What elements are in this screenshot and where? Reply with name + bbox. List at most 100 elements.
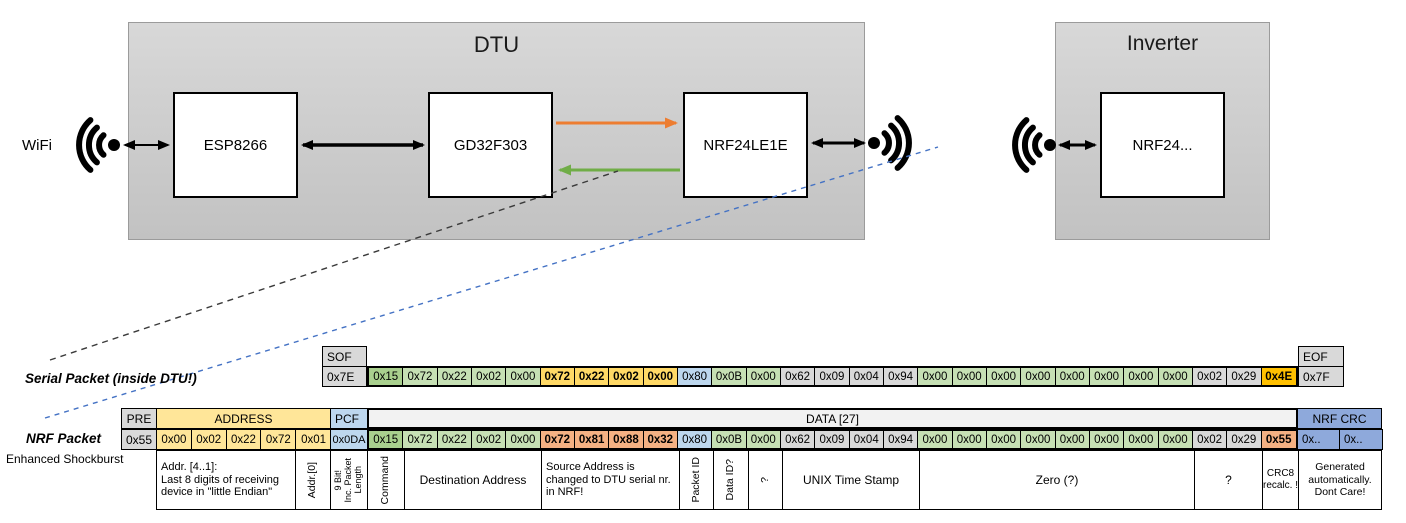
sof-value: 0x7E bbox=[322, 366, 367, 387]
pcf-header: PCF bbox=[330, 408, 368, 429]
byte-cell: 0x00 bbox=[1089, 368, 1125, 385]
byte-cell: 0x72 bbox=[403, 431, 438, 448]
byte-cell: 0x29 bbox=[1227, 431, 1262, 448]
eof-header: EOF bbox=[1298, 346, 1344, 367]
byte-cell: 0x00 bbox=[1158, 368, 1193, 385]
byte-cell: 0x72 bbox=[540, 368, 575, 385]
byte-cell: 0x02 bbox=[609, 368, 644, 385]
annotation-command-text: Command bbox=[379, 455, 392, 505]
enhanced-shockburst-label: Enhanced Shockburst bbox=[6, 452, 124, 466]
byte-cell: 0x80 bbox=[677, 368, 713, 385]
chip-nrf24le1e: NRF24LE1E bbox=[683, 92, 808, 198]
wifi-icon-inverter bbox=[1012, 117, 1056, 173]
chip-esp8266: ESP8266 bbox=[173, 92, 298, 198]
byte-cell: 0x0B bbox=[712, 368, 747, 385]
byte-cell: 0x00 bbox=[986, 431, 1022, 448]
byte-cell: 0x02 bbox=[471, 431, 507, 448]
byte-cell: 0x00 bbox=[1124, 368, 1159, 385]
byte-cell: 0x72 bbox=[540, 431, 575, 448]
annotation-unix-timestamp: UNIX Time Stamp bbox=[782, 450, 920, 510]
annotation-unix-text: UNIX Time Stamp bbox=[802, 472, 900, 487]
byte-cell: 0x22 bbox=[437, 368, 472, 385]
byte-cell: 0x0B bbox=[712, 431, 747, 448]
annotation-question-2-text: ? bbox=[1225, 472, 1232, 487]
byte-cell: 0x00 bbox=[1124, 431, 1159, 448]
byte-cell: 0x.. bbox=[1340, 430, 1382, 449]
annotation-address0: Addr.[0] bbox=[295, 450, 331, 510]
byte-cell: 0x02 bbox=[1192, 431, 1228, 448]
byte-cell: 0x29 bbox=[1227, 368, 1262, 385]
annotation-crc-generated: Generated automatically. Dont Care! bbox=[1298, 450, 1382, 510]
annotation-data-id-text: Data ID? bbox=[724, 459, 737, 501]
annotation-pcf: 9 Bit! Inc. Packet Length bbox=[330, 450, 368, 510]
annotation-question-1: ? bbox=[748, 450, 783, 510]
nrf-packet-label: NRF Packet bbox=[26, 431, 102, 446]
byte-cell: 0x22 bbox=[226, 430, 262, 449]
byte-cell: 0x00 bbox=[1055, 431, 1090, 448]
byte-cell: 0x00 bbox=[1089, 431, 1125, 448]
wifi-label: WiFi bbox=[22, 137, 52, 154]
byte-cell: 0x72 bbox=[261, 430, 297, 449]
byte-cell: 0x00 bbox=[1158, 431, 1193, 448]
annotation-crc-generated-text: Generated automatically. Dont Care! bbox=[1308, 461, 1372, 499]
annotation-zero: Zero (?) bbox=[919, 450, 1195, 510]
byte-cell: 0x00 bbox=[1055, 368, 1090, 385]
byte-cell: 0x00 bbox=[918, 368, 953, 385]
byte-cell: 0x88 bbox=[609, 431, 644, 448]
annotation-packet-id-text: Packet ID bbox=[690, 457, 703, 503]
byte-cell: 0x94 bbox=[883, 368, 919, 385]
eof-value: 0x7F bbox=[1298, 366, 1344, 387]
byte-cell: 0x94 bbox=[883, 431, 919, 448]
byte-cell: 0x4E bbox=[1261, 368, 1296, 385]
byte-cell: 0x62 bbox=[780, 368, 816, 385]
byte-cell: 0x00 bbox=[643, 368, 678, 385]
byte-cell: 0x00 bbox=[952, 431, 987, 448]
byte-cell: 0x09 bbox=[815, 368, 850, 385]
wifi-icon-left bbox=[76, 117, 120, 173]
annotation-destination-text: Destination Address bbox=[419, 472, 527, 487]
byte-cell: 0x00 bbox=[157, 430, 192, 449]
byte-cell: 0x80 bbox=[677, 431, 713, 448]
byte-cell: 0x15 bbox=[369, 431, 404, 448]
byte-cell: 0x00 bbox=[918, 431, 953, 448]
annotation-data-id: Data ID? bbox=[713, 450, 749, 510]
annotation-source: Source Address is changed to DTU serial … bbox=[541, 450, 680, 510]
byte-cell: 0x00 bbox=[1021, 368, 1056, 385]
byte-cell: 0x62 bbox=[780, 431, 816, 448]
annotation-crc8-text: CRC8 recalc. ! bbox=[1263, 468, 1299, 491]
annotation-crc8: CRC8 recalc. ! bbox=[1262, 450, 1299, 510]
inverter-title: Inverter bbox=[1126, 32, 1199, 55]
pre-value: 0x55 bbox=[121, 429, 157, 450]
byte-cell: 0x00 bbox=[506, 368, 541, 385]
byte-cell: 0x00 bbox=[952, 368, 987, 385]
wifi-icon-dtu-right bbox=[868, 115, 912, 171]
byte-cell: 0x00 bbox=[1021, 431, 1056, 448]
annotation-address41-text: Addr. [4..1]: Last 8 digits of receiving… bbox=[161, 460, 280, 499]
byte-cell: 0x09 bbox=[815, 431, 850, 448]
data-header: DATA [27] bbox=[367, 408, 1298, 429]
byte-cell: 0x00 bbox=[746, 431, 781, 448]
annotation-zero-text: Zero (?) bbox=[1035, 472, 1079, 487]
pre-header: PRE bbox=[121, 408, 157, 429]
annotation-pcf-text: 9 Bit! Inc. Packet Length bbox=[333, 457, 363, 503]
byte-cell: 0x15 bbox=[369, 368, 404, 385]
byte-cell: 0x04 bbox=[849, 368, 884, 385]
byte-cell: 0x81 bbox=[574, 431, 610, 448]
chip-gd32f303: GD32F303 bbox=[428, 92, 553, 198]
byte-cell: 0x00 bbox=[506, 431, 541, 448]
address-header: ADDRESS bbox=[156, 408, 331, 429]
pcf-value: 0x0DA bbox=[330, 429, 368, 450]
byte-cell: 0x72 bbox=[403, 368, 438, 385]
serial-packet-label: Serial Packet (inside DTU!) bbox=[25, 371, 197, 386]
byte-cell: 0x22 bbox=[574, 368, 610, 385]
byte-cell: 0x32 bbox=[643, 431, 678, 448]
byte-cell: 0x02 bbox=[471, 368, 507, 385]
byte-cell: 0x.. bbox=[1298, 430, 1340, 449]
annotation-source-text: Source Address is changed to DTU serial … bbox=[546, 460, 671, 499]
byte-cell: 0x00 bbox=[986, 368, 1022, 385]
annotation-command: Command bbox=[367, 450, 405, 510]
byte-cell: 0x00 bbox=[746, 368, 781, 385]
